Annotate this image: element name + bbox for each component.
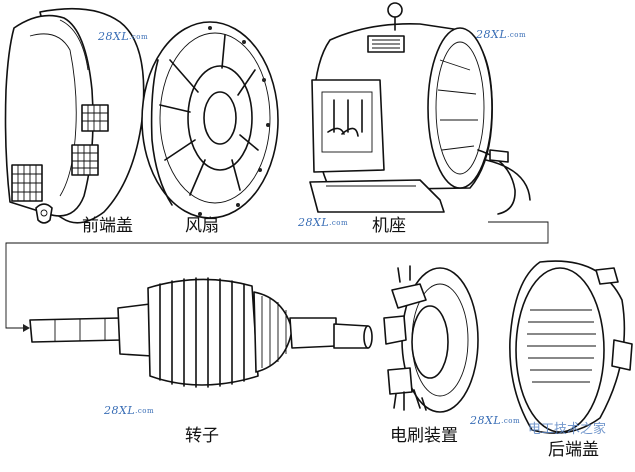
frame-drawing [309, 2, 531, 215]
watermark-3: 28XL.com [298, 216, 349, 229]
brush-assembly-drawing [383, 265, 479, 413]
rotor-drawing [29, 277, 373, 388]
watermark-1: 28XL.com [98, 30, 149, 43]
brush-assembly-label: 电刷装置 [390, 426, 458, 446]
fan-label: 风扇 [185, 216, 219, 236]
site-watermark: 电工技术之家 [528, 422, 607, 437]
rear-end-cover-drawing [509, 260, 633, 434]
rear-end-cover-label: 后端盖 [548, 440, 599, 460]
front-end-cover-drawing [4, 7, 145, 224]
frame-label: 机座 [372, 216, 406, 236]
fan-rim-holes [198, 26, 270, 216]
watermark-2: 28XL.com [476, 28, 527, 41]
assembly-flow-line [5, 221, 549, 332]
rotor-label: 转子 [185, 426, 219, 446]
front-cover-vent-grid [11, 104, 109, 202]
watermark-4: 28XL.com [104, 404, 155, 417]
front-end-cover-label: 前端盖 [82, 216, 133, 236]
watermark-5: 28XL.com [470, 414, 521, 427]
fan-drawing [141, 21, 279, 219]
